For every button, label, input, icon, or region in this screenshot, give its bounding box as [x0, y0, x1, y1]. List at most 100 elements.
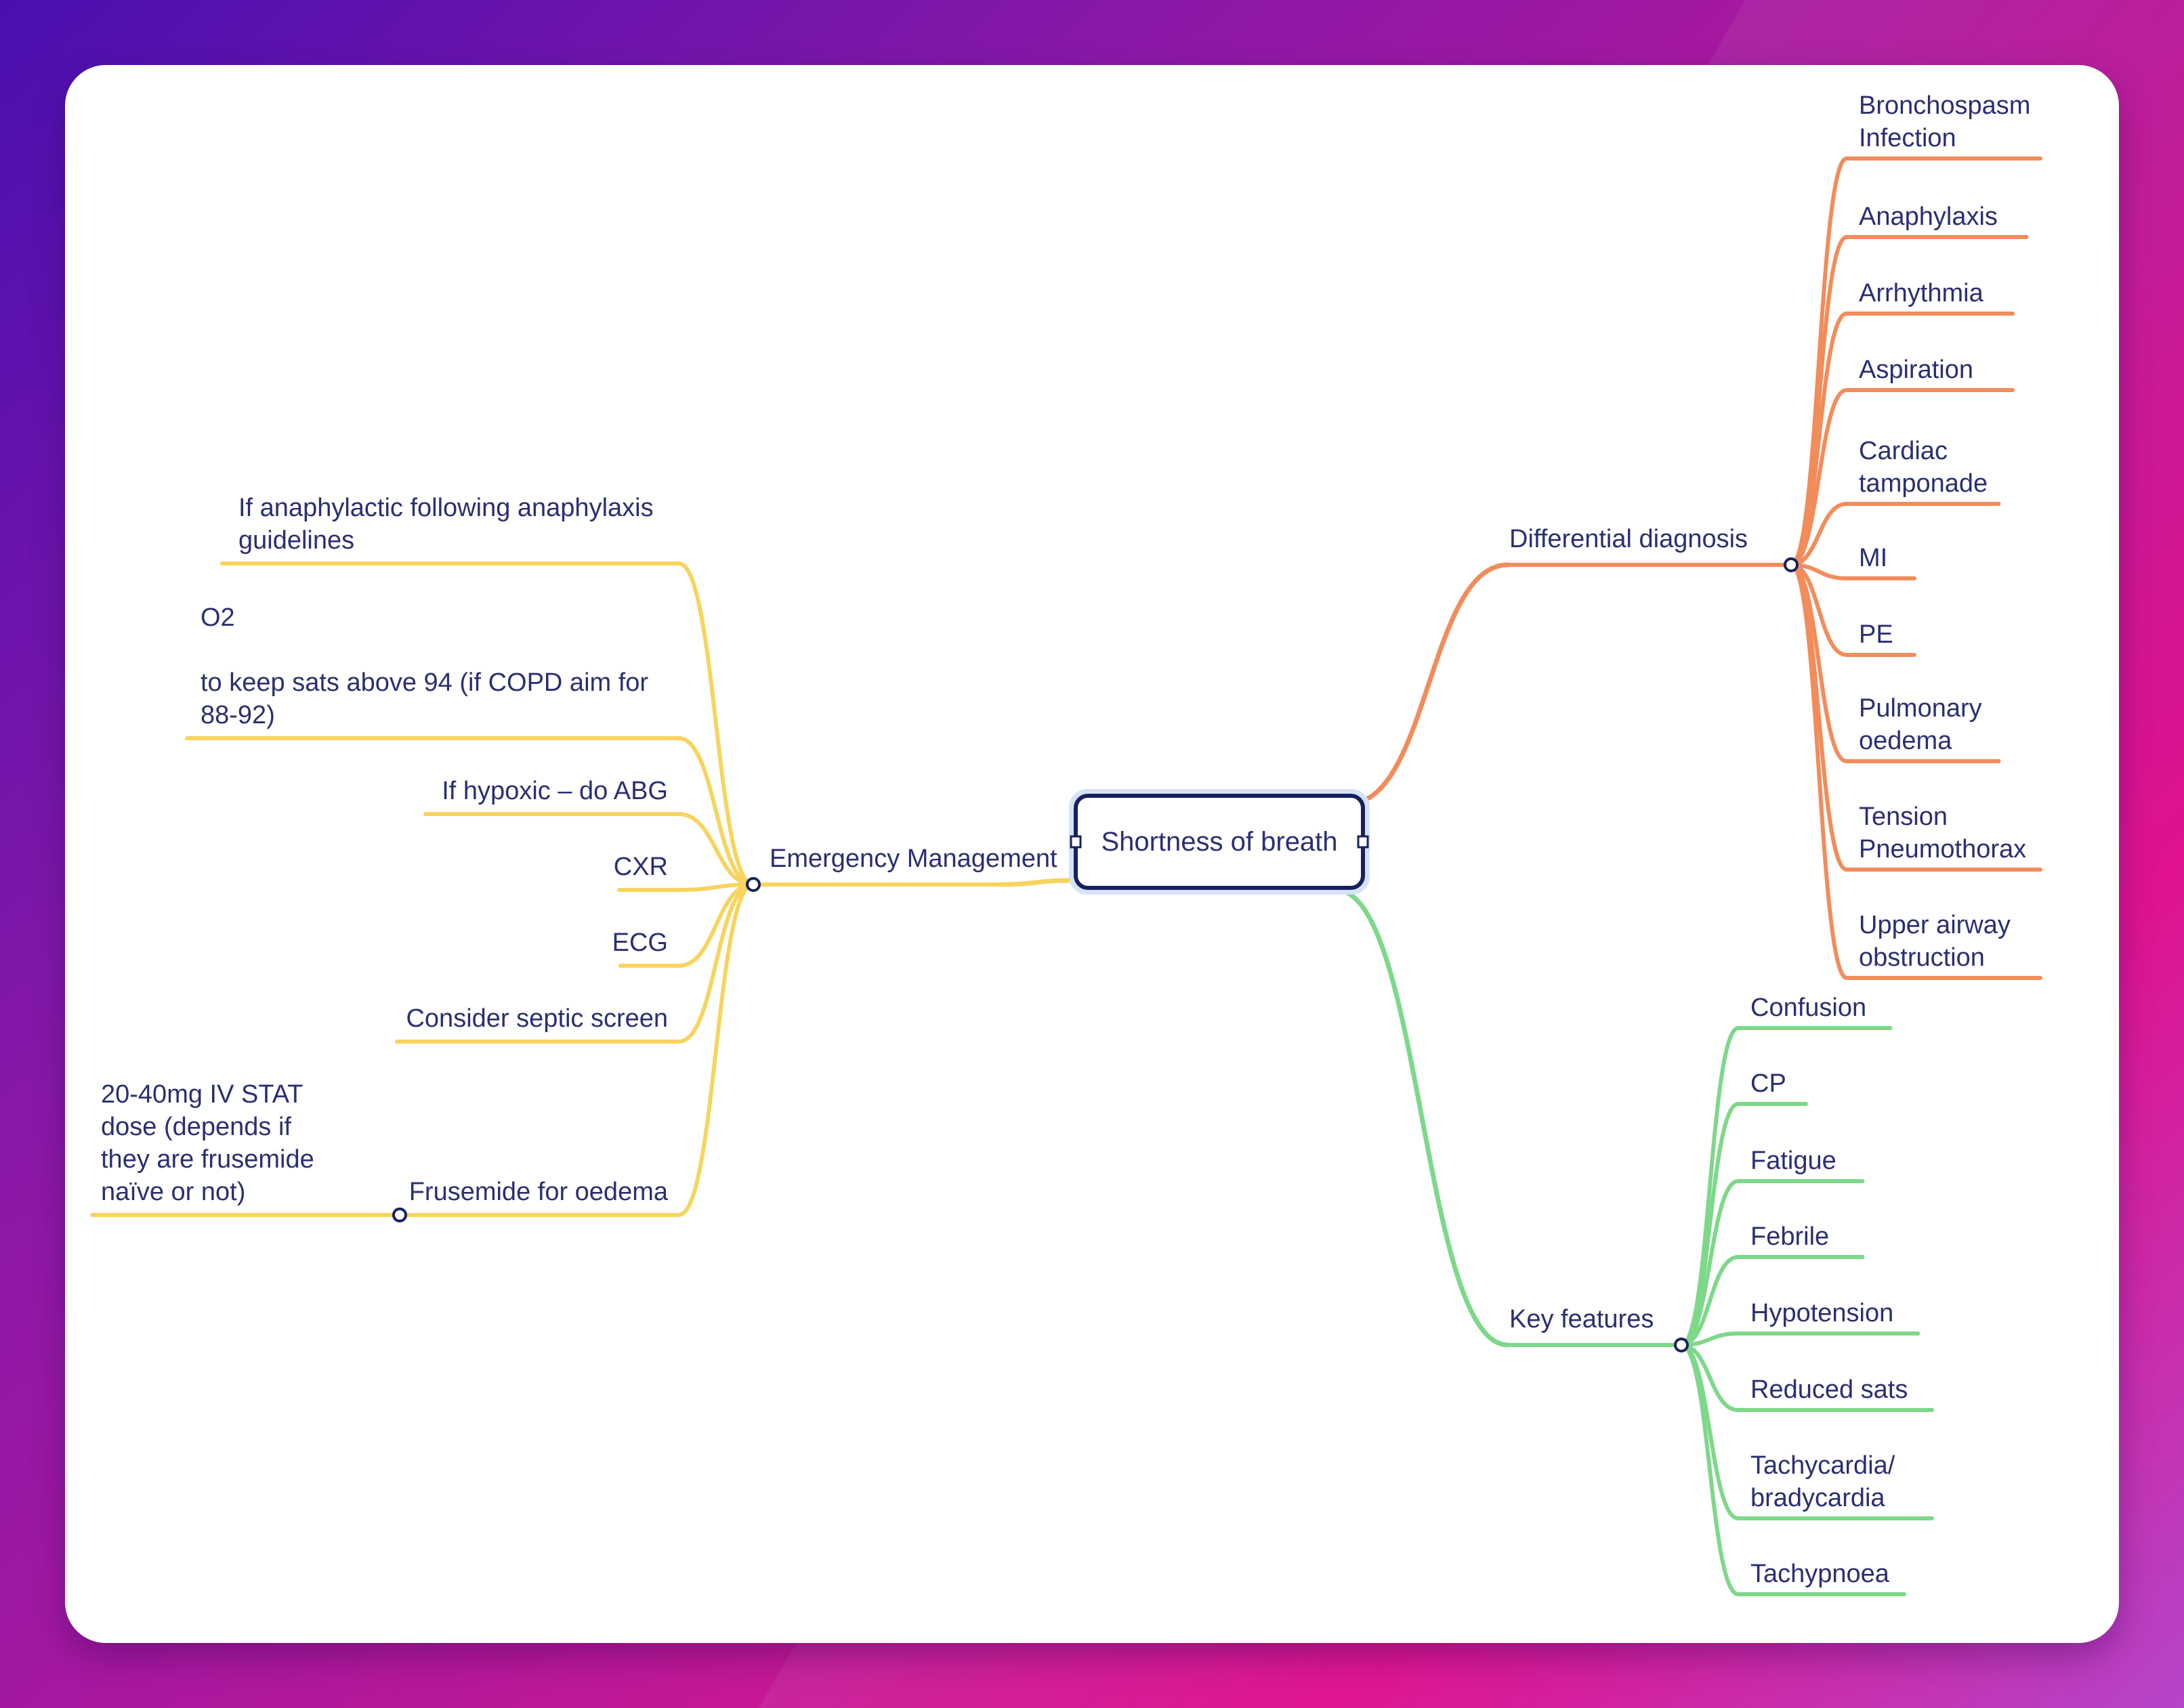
emergency-subitem-label: 20-40mg IV STAT [101, 1080, 303, 1109]
emergency-item-4[interactable]: ECG [612, 928, 668, 957]
differential-item-2[interactable]: Arrhythmia [1859, 279, 1984, 307]
key-features-item-4[interactable]: Hypotension [1750, 1299, 1893, 1327]
differential-item-5[interactable]: MI [1859, 544, 1887, 572]
key-features-item-6[interactable]: Tachycardia/bradycardia [1750, 1451, 1895, 1512]
link-root-emergency [997, 878, 1076, 887]
differential-item-6[interactable]: PE [1859, 620, 1893, 649]
differential-item-8-label: Tension [1859, 803, 1948, 831]
branch-joint-emergency[interactable] [746, 877, 761, 892]
emergency-item-1-label: 88-92) [201, 701, 275, 729]
link-emergency-3 [677, 882, 755, 892]
link-key-features-1 [1679, 1102, 1740, 1347]
link-root-key-features [1333, 887, 1511, 1348]
differential-item-8-label: Pneumothorax [1859, 835, 2026, 863]
key-features-item-2-label: Fatigue [1750, 1147, 1836, 1175]
key-features-item-2[interactable]: Fatigue [1750, 1147, 1836, 1175]
key-features-item-0-label: Confusion [1750, 994, 1866, 1022]
differential-item-7-label: oedema [1859, 727, 1952, 755]
branch-key-features-label: Key features [1509, 1305, 1654, 1333]
differential-item-7-label: Pulmonary [1859, 694, 1982, 723]
emergency-item-2-label: If hypoxic – do ABG [442, 777, 668, 805]
differential-item-3[interactable]: Aspiration [1859, 356, 1973, 384]
key-features-item-0[interactable]: Confusion [1750, 994, 1866, 1022]
link-key-features-3 [1679, 1255, 1740, 1347]
differential-item-2-label: Arrhythmia [1859, 279, 1984, 307]
differential-item-7[interactable]: Pulmonary oedema [1859, 694, 1982, 755]
joint-emergency-subitem[interactable] [392, 1208, 407, 1222]
emergency-item-0-label: guidelines [238, 526, 354, 555]
branch-key-features[interactable]: Key features [1509, 1305, 1654, 1333]
emergency-item-1[interactable]: O2 to keep sats above 94 (if COPD aim for… [201, 603, 648, 729]
key-features-item-6-label: Tachycardia/ [1750, 1451, 1895, 1480]
differential-item-1[interactable]: Anaphylaxis [1859, 202, 1998, 231]
branch-emergency[interactable]: Emergency Management [770, 845, 1057, 873]
resize-handle-right[interactable] [1357, 835, 1369, 849]
emergency-item-2[interactable]: If hypoxic – do ABG [442, 777, 668, 805]
differential-item-5-label: MI [1859, 544, 1887, 572]
link-differential-6 [1789, 563, 1849, 657]
differential-item-3-label: Aspiration [1859, 356, 1973, 384]
link-emergency-0 [677, 561, 755, 887]
key-features-item-3[interactable]: Febrile [1750, 1222, 1829, 1251]
branch-joint-differential[interactable] [1784, 557, 1799, 572]
link-key-features-4 [1679, 1331, 1740, 1347]
key-features-item-1-label: CP [1750, 1069, 1786, 1098]
branch-differential-label: Differential diagnosis [1509, 525, 1748, 553]
link-emergency-4 [677, 882, 755, 968]
branch-joint-key-features[interactable] [1674, 1338, 1689, 1352]
key-features-item-5[interactable]: Reduced sats [1750, 1375, 1908, 1404]
emergency-subitem-label: they are frusemide [101, 1145, 314, 1174]
key-features-item-1[interactable]: CP [1750, 1069, 1786, 1098]
key-features-item-7-label: Tachypnoea [1750, 1560, 1890, 1588]
differential-item-4-label: tamponade [1859, 469, 1988, 498]
differential-item-9-label: Upper airway [1859, 911, 2011, 939]
differential-item-9[interactable]: Upper airway obstruction [1859, 911, 2011, 972]
emergency-item-5[interactable]: Consider septic screen [406, 1004, 668, 1033]
branch-emergency-label: Emergency Management [770, 845, 1057, 873]
connector-lines [90, 156, 2042, 1596]
emergency-subitem-label: naïve or not) [101, 1178, 245, 1206]
emergency-item-0[interactable]: If anaphylactic following anaphylaxis gui… [238, 494, 654, 555]
key-features-item-3-label: Febrile [1750, 1222, 1829, 1251]
link-differential-3 [1789, 388, 1849, 567]
differential-item-0-label: Infection [1859, 124, 1956, 152]
emergency-item-3-label: CXR [614, 853, 668, 881]
emergency-item-0-label: If anaphylactic following anaphylaxis [238, 494, 654, 522]
link-differential-1 [1789, 235, 1849, 567]
emergency-item-6-label: Frusemide for oedema [409, 1178, 669, 1206]
link-differential-9 [1789, 563, 1849, 980]
emergency-item-1-label: to keep sats above 94 (if COPD aim for [201, 668, 648, 697]
key-features-item-5-label: Reduced sats [1750, 1375, 1908, 1404]
key-features-item-7[interactable]: Tachypnoea [1750, 1560, 1890, 1588]
root-topic-label: Shortness of breath [1101, 827, 1337, 857]
differential-item-4-label: Cardiac [1859, 437, 1948, 465]
link-emergency-1 [677, 736, 755, 887]
link-key-features-5 [1679, 1343, 1740, 1412]
differential-item-6-label: PE [1859, 620, 1893, 649]
differential-item-9-label: obstruction [1859, 943, 1985, 972]
resize-handle-left[interactable] [1070, 835, 1082, 849]
root-topic[interactable]: Shortness of breath [1069, 789, 1370, 895]
link-emergency-5 [677, 882, 755, 1044]
link-key-features-6 [1679, 1343, 1740, 1520]
link-emergency-6 [677, 882, 755, 1217]
emergency-item-5-label: Consider septic screen [406, 1004, 668, 1033]
link-root-differential [1347, 562, 1511, 806]
differential-item-1-label: Anaphylaxis [1859, 202, 1998, 231]
differential-item-4[interactable]: Cardiac tamponade [1859, 437, 1988, 498]
emergency-item-6[interactable]: Frusemide for oedema [409, 1178, 669, 1206]
topic-nodes: Differential diagnosis BronchospasmInfect… [101, 91, 2030, 1588]
link-emergency-2 [677, 812, 755, 887]
branch-differential[interactable]: Differential diagnosis [1509, 525, 1748, 553]
link-key-features-7 [1679, 1343, 1740, 1596]
emergency-item-3[interactable]: CXR [614, 853, 668, 881]
differential-item-0-label: Bronchospasm [1859, 91, 2030, 120]
emergency-subitem-label: dose (depends if [101, 1113, 291, 1141]
mind-map: Differential diagnosis BronchospasmInfect… [90, 91, 2042, 1596]
emergency-subitem[interactable]: 20-40mg IV STAT dose (depends if they are … [101, 1080, 314, 1206]
emergency-item-1-label: O2 [201, 603, 235, 632]
emergency-item-4-label: ECG [612, 928, 668, 957]
